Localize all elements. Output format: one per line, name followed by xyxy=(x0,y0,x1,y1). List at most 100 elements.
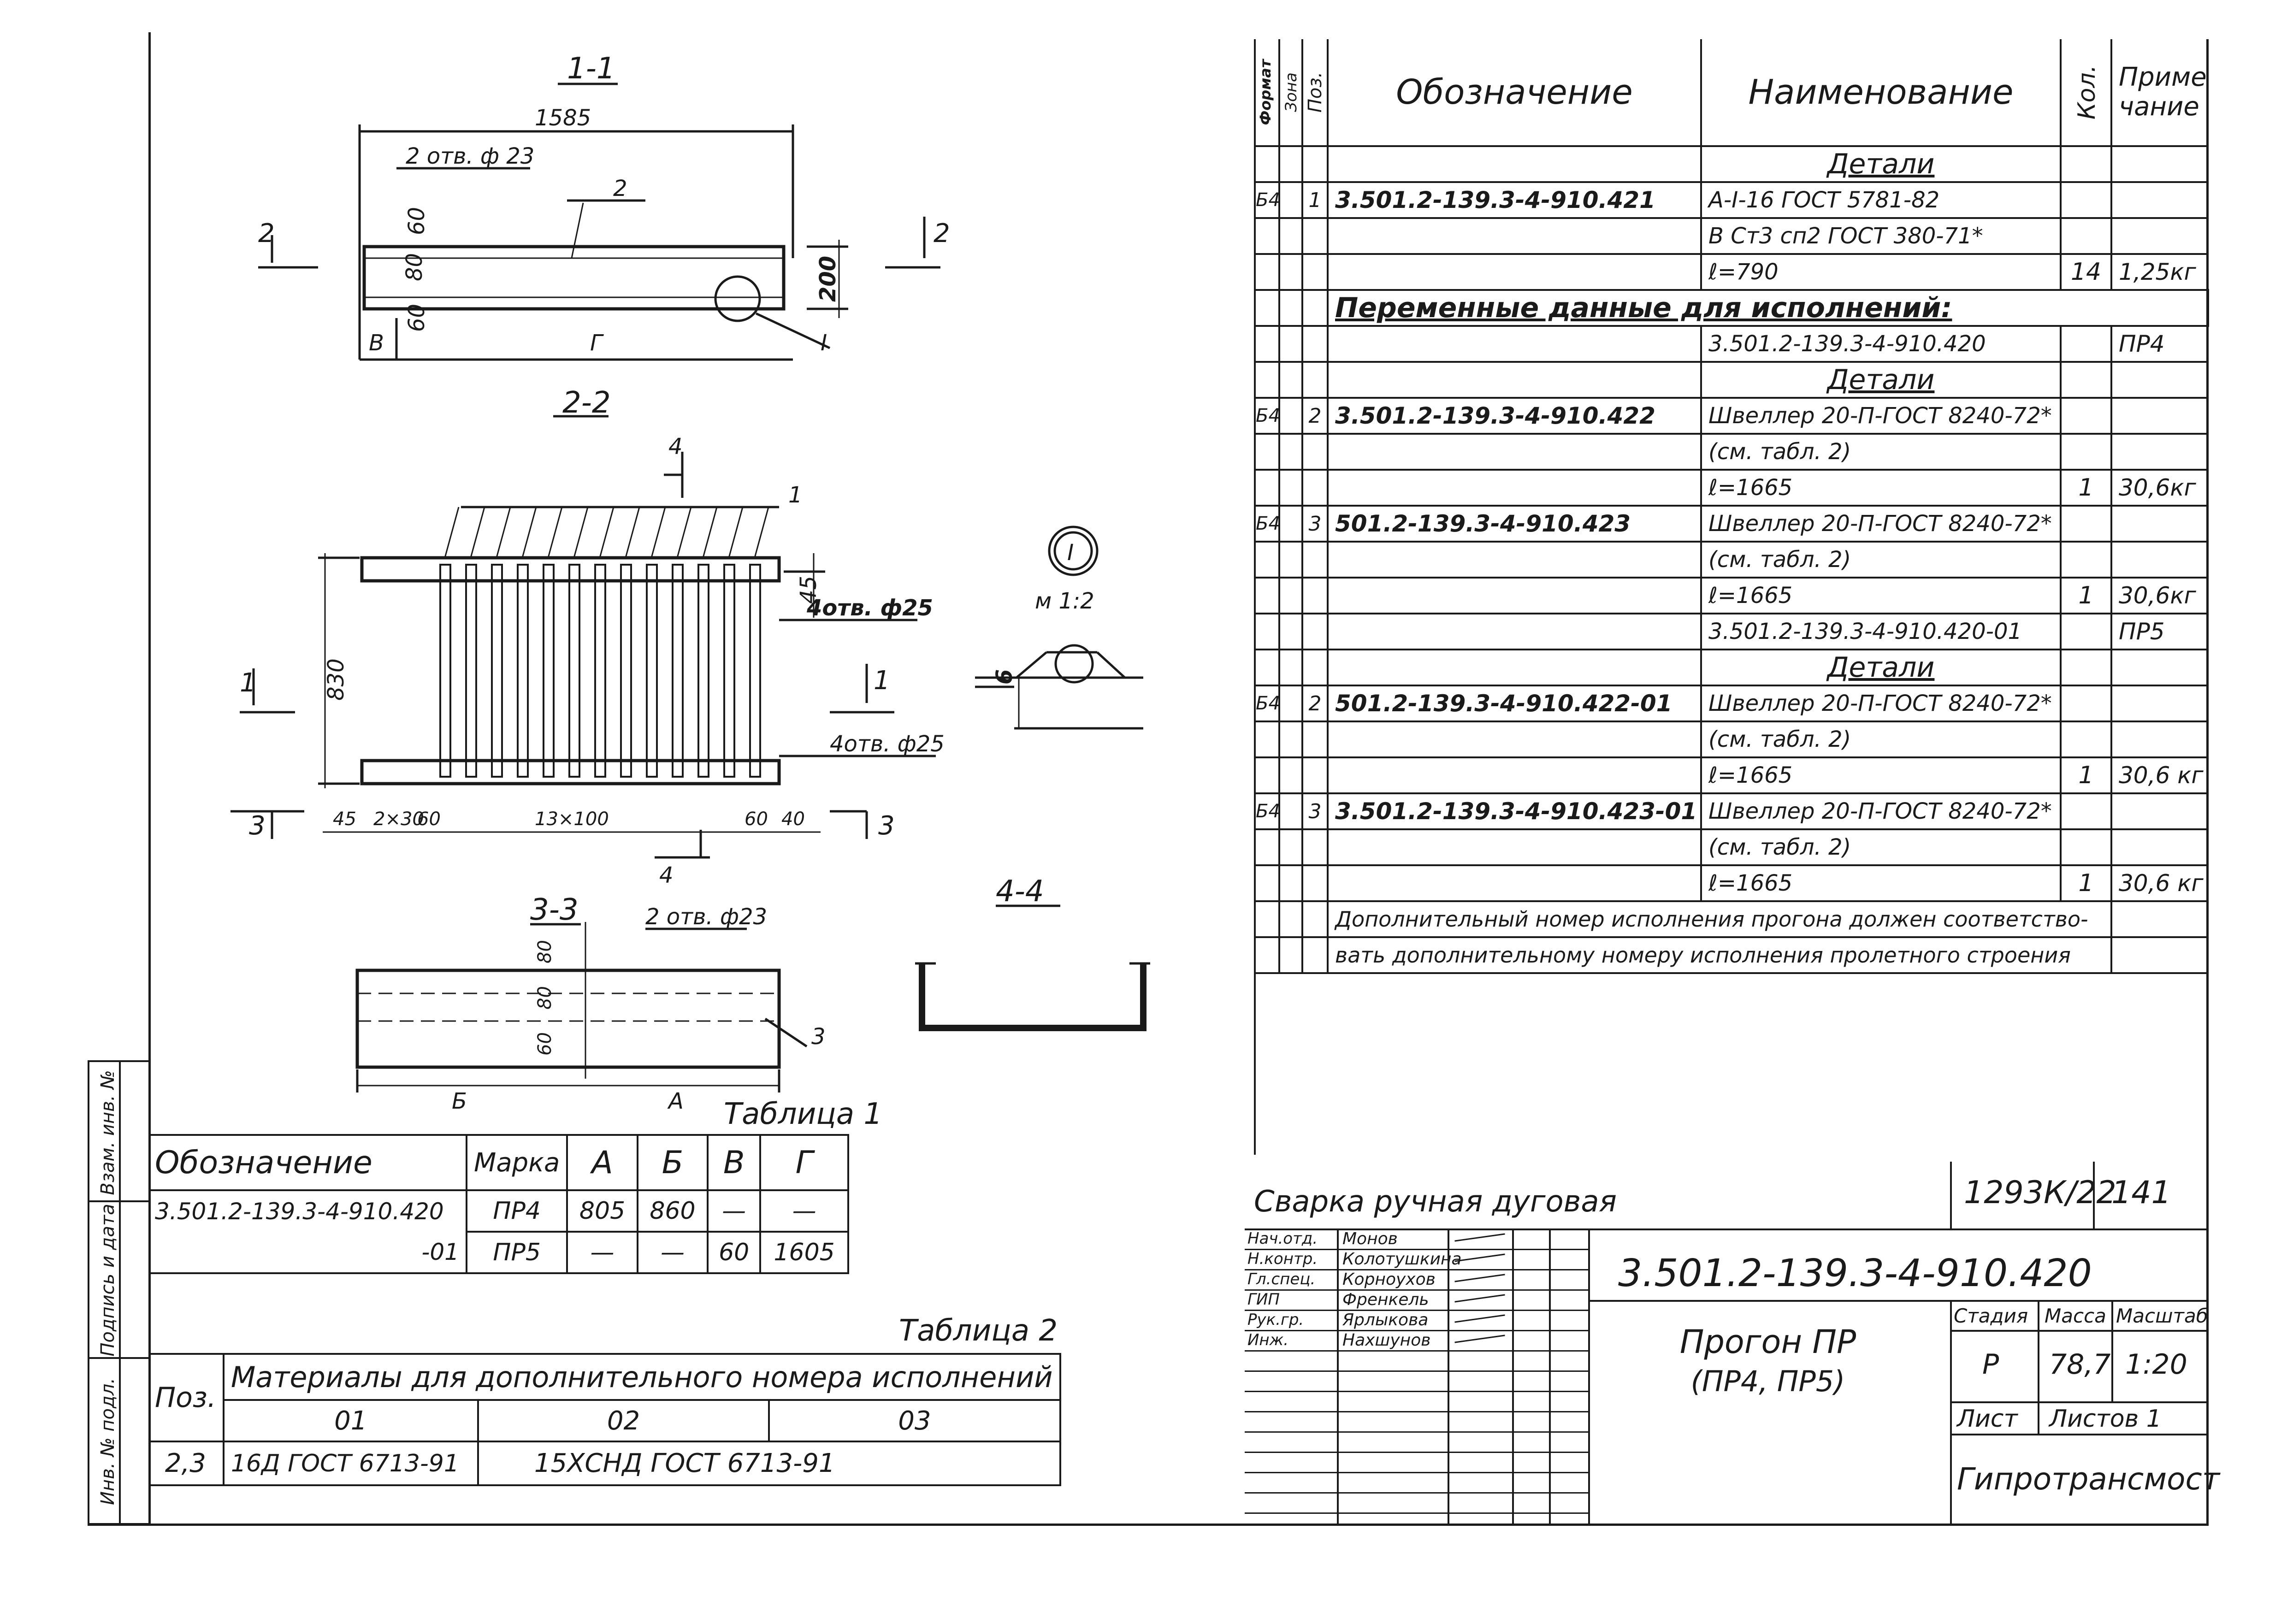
spec-format xyxy=(1254,145,1280,183)
spec-poz xyxy=(1301,577,1329,614)
spec-kol xyxy=(2060,613,2112,650)
stamp-signature xyxy=(1454,1274,1505,1282)
spec-format: Б4 xyxy=(1254,792,1280,830)
stamp-scale-label: Масштаб xyxy=(2116,1305,2208,1327)
spec-oboz: 3.501.2-139.3-4-910.423-01 xyxy=(1327,792,1702,830)
spec-prim xyxy=(2110,685,2208,722)
spec-prim: 30,6 кг xyxy=(2110,756,2208,794)
spec-poz xyxy=(1301,469,1329,507)
sec11-d60b: 60 xyxy=(404,304,430,332)
spec-poz: 1 xyxy=(1301,181,1329,219)
sec22-dim-2: 60 xyxy=(417,809,441,830)
rung-bar xyxy=(672,564,684,778)
spec-poz xyxy=(1301,361,1329,399)
spec-prim xyxy=(2110,145,2208,183)
sec11-width: 1585 xyxy=(535,105,591,131)
sec33-holes: 2 отв. ф23 xyxy=(645,904,767,930)
hatch-line xyxy=(470,507,485,558)
spec-format: Б4 xyxy=(1254,181,1280,219)
sec22-cut3-left: 3 xyxy=(249,811,266,841)
spec-row: Дополнительный номер исполнения прогона … xyxy=(1254,900,2208,938)
hatch-line xyxy=(625,507,640,558)
stamp-person-name: Френкель xyxy=(1342,1290,1429,1309)
rung-bar xyxy=(465,564,477,778)
spec-format xyxy=(1254,217,1280,255)
stamp-role: Н.контр. xyxy=(1247,1250,1318,1268)
side-label-inv: Инв. № подл. xyxy=(97,1378,118,1505)
rung-bar xyxy=(749,564,761,778)
side-label-vzam: Взам. инв. № xyxy=(97,1070,118,1195)
rung-bar xyxy=(594,564,606,778)
spec-poz xyxy=(1301,541,1329,579)
stamp-role: Гл.спец. xyxy=(1247,1270,1316,1288)
stamp-role: Нач.отд. xyxy=(1247,1229,1318,1248)
stamp-signature xyxy=(1454,1314,1505,1323)
spec-poz: 2 xyxy=(1301,685,1329,722)
spec-naim: (см. табл. 2) xyxy=(1700,720,2062,758)
stamp-person-name: Нахшунов xyxy=(1342,1331,1431,1350)
table1-r1-a: — xyxy=(566,1231,638,1274)
spec-kol: 1 xyxy=(2060,577,2112,614)
spec-kol xyxy=(2060,397,2112,435)
table1-r1-v: 60 xyxy=(707,1231,762,1274)
spec-oboz xyxy=(1327,361,1702,399)
spec-zone xyxy=(1278,792,1303,830)
frame-right-line xyxy=(2206,39,2209,1526)
spec-poz xyxy=(1301,253,1329,291)
sec11-d60a: 60 xyxy=(404,207,430,235)
spec-poz xyxy=(1301,936,1329,974)
spec-zone xyxy=(1278,720,1303,758)
table1-h-b: Б xyxy=(636,1134,709,1191)
frame-left-line xyxy=(148,32,151,1526)
table1-h-oboz: Обозначение xyxy=(148,1134,467,1191)
spec-poz xyxy=(1301,289,1329,327)
stamp-archive: 1293К/22 xyxy=(1964,1175,2116,1211)
spec-kol xyxy=(2060,720,2112,758)
spec-zone xyxy=(1278,217,1303,255)
sec22-holes-bot: 4отв. ф25 xyxy=(830,731,945,757)
spec-h-prim: Приме- чание xyxy=(2110,39,2208,147)
spec-format: Б4 xyxy=(1254,685,1280,722)
rung-bar xyxy=(646,564,658,778)
spec-h-format: Формат xyxy=(1254,39,1280,147)
stamp-person-name: Корноухов xyxy=(1342,1270,1436,1289)
table1-r0-g: — xyxy=(759,1189,849,1233)
sec22-d45: 45 xyxy=(796,576,821,604)
spec-naim: ℓ=1665 xyxy=(1700,756,2062,794)
spec-kol xyxy=(2060,685,2112,722)
spec-row: (см. табл. 2) xyxy=(1254,828,2208,866)
sec11-d80: 80 xyxy=(402,253,427,281)
detail-d6: 6 xyxy=(992,669,1017,685)
hatch-line xyxy=(754,507,769,558)
table1: Обозначение Марка А Б В Г 3.501.2-139.3-… xyxy=(148,1134,849,1274)
spec-prim xyxy=(2110,900,2208,938)
stamp-role: Инж. xyxy=(1247,1331,1289,1349)
spec-poz xyxy=(1301,900,1329,938)
stamp-stage: Р xyxy=(1982,1348,1999,1381)
spec-prim xyxy=(2110,792,2208,830)
spec-prim xyxy=(2110,505,2208,543)
stamp-sheet-label: Лист xyxy=(1957,1405,2018,1433)
spec-zone xyxy=(1278,649,1303,686)
drawing-area: 1-1 1585 2 отв. ф 23 2 60 80 60 200 В Г … xyxy=(230,52,1150,1114)
rung-bar xyxy=(620,564,632,778)
spec-oboz xyxy=(1327,469,1702,507)
spec-kol xyxy=(2060,828,2112,866)
sec22-holes-top: 4отв. ф25 xyxy=(806,595,933,621)
spec-zone xyxy=(1278,613,1303,650)
spec-format: Б4 xyxy=(1254,505,1280,543)
spec-zone xyxy=(1278,433,1303,471)
hatch-line xyxy=(496,507,511,558)
spec-oboz xyxy=(1327,756,1702,794)
spec-naim: Детали xyxy=(1700,145,2062,183)
sec11-pos2: 2 xyxy=(613,176,627,201)
sec44-title: 4-4 xyxy=(996,874,1044,909)
rung-bar xyxy=(723,564,735,778)
spec-zone xyxy=(1278,325,1303,363)
sec11-cut-left: 2 xyxy=(258,219,275,248)
stamp-signature xyxy=(1454,1335,1505,1343)
